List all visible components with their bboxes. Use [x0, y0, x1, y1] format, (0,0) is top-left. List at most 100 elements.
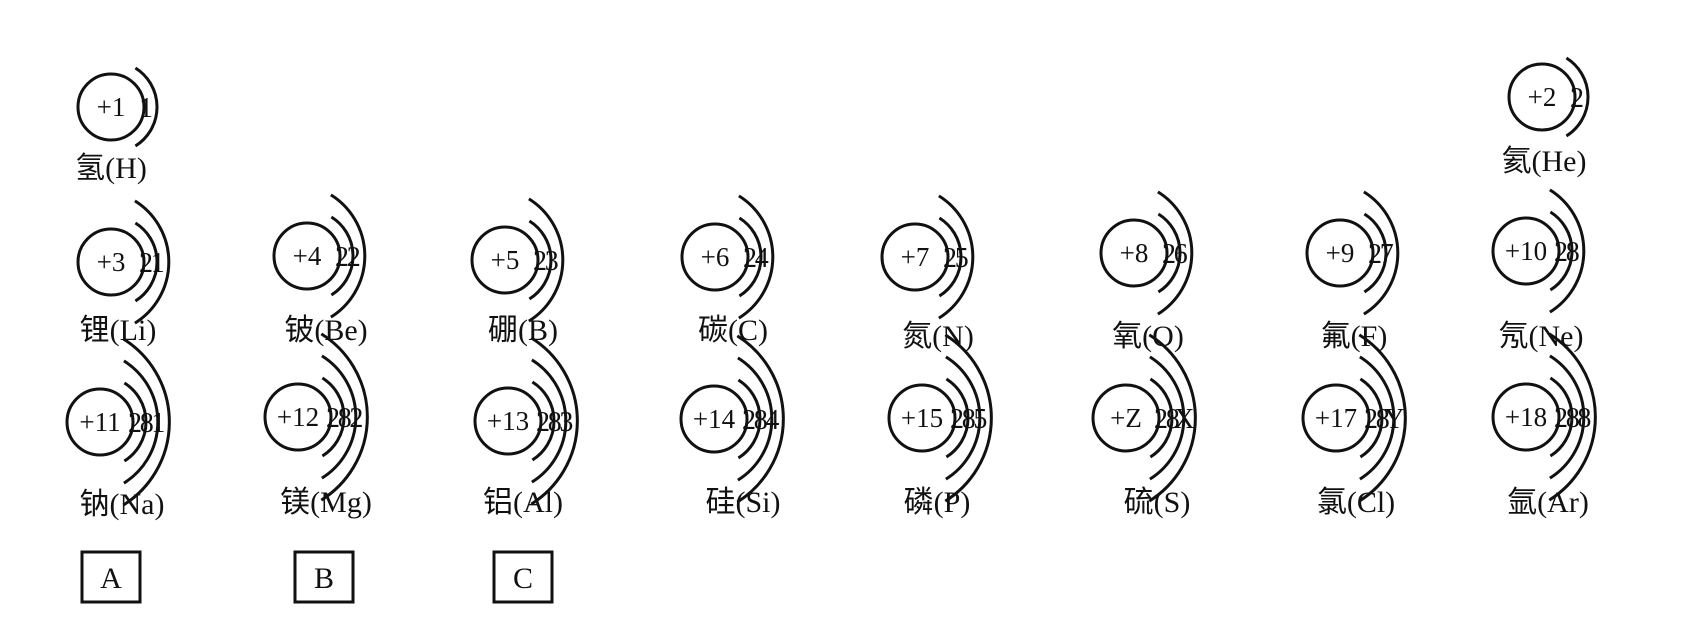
- electron-shell-arc: [938, 216, 963, 298]
- nucleus-circle: [272, 221, 342, 291]
- shell-electron-count: 8: [962, 404, 976, 435]
- nucleus-circle: [263, 382, 333, 452]
- nucleus-charge: +1: [97, 92, 126, 122]
- element-label: 磷(P): [904, 486, 971, 519]
- option-box-frame: [492, 550, 554, 604]
- element-label: 碳(C): [698, 314, 768, 347]
- shell-electron-count: 2: [1368, 239, 1382, 270]
- shell-electron-count: 8: [1566, 237, 1580, 268]
- nucleus-circle: [679, 384, 749, 454]
- shell-electron-count: 2: [1554, 237, 1568, 268]
- shell-electron-count: 4: [765, 405, 779, 436]
- shell-electron-count: 2: [533, 246, 547, 277]
- nucleus-charge: +12: [277, 402, 319, 432]
- electron-shell-arc: [945, 355, 982, 481]
- shell-electron-count: 2: [1364, 404, 1378, 435]
- electron-shell-arc: [134, 66, 159, 148]
- electron-shell-arc: [1549, 376, 1574, 458]
- nucleus-circle: [1507, 62, 1577, 132]
- electron-shell-arc: [737, 356, 774, 482]
- shell-electron-count: 2: [742, 405, 756, 436]
- shell-electron-count: 2: [1554, 403, 1568, 434]
- element-label: 锂(Li): [80, 314, 157, 347]
- shell-electron-count: 1: [151, 248, 165, 279]
- element-label: 铝(Al): [483, 486, 563, 519]
- shell-electron-count: 5: [973, 404, 987, 435]
- shell-electron-count: 6: [1174, 239, 1188, 270]
- shell-electron-count: 8: [1566, 403, 1580, 434]
- nucleus-circle: [1491, 382, 1561, 452]
- nucleus-charge: +8: [1120, 238, 1149, 268]
- nucleus-charge: +2: [1528, 82, 1557, 112]
- shell-electron-count: 8: [1376, 404, 1390, 435]
- shell-electron-count: 2: [1162, 239, 1176, 270]
- nucleus-circle: [470, 225, 540, 295]
- electron-shell-arc: [1359, 377, 1384, 459]
- electron-shell-arc: [938, 194, 975, 320]
- nucleus-charge: +3: [97, 247, 126, 277]
- option-box-a: A: [80, 550, 142, 604]
- electron-shell-arc: [123, 359, 160, 485]
- shell-electron-count: 2: [536, 407, 550, 438]
- nucleus-circle: [76, 227, 146, 297]
- nucleus-circle: [887, 383, 957, 453]
- nucleus-charge: +Z: [1110, 403, 1142, 433]
- nucleus-circle: [65, 387, 135, 457]
- element-label: 氖(Ne): [1499, 320, 1584, 353]
- shell-electron-count: 2: [347, 242, 361, 273]
- shell-electron-count: 2: [335, 242, 349, 273]
- electron-shell-arc: [321, 376, 346, 458]
- option-box-letter: B: [314, 562, 334, 595]
- element-label: 氦(He): [1502, 145, 1587, 178]
- shell-electron-count: 8: [1577, 403, 1591, 434]
- electron-shell-arc: [1549, 188, 1586, 314]
- shell-electron-count: Y: [1384, 404, 1404, 435]
- nucleus-circle: [76, 72, 146, 142]
- electron-shell-arc: [123, 381, 148, 463]
- nucleus-charge: +5: [491, 245, 520, 275]
- electron-shell-arc: [1148, 333, 1197, 503]
- atom-be: +4 22 铍(Be): [272, 193, 368, 347]
- nucleus-circle: [1099, 218, 1169, 288]
- electron-shell-arc: [1149, 355, 1186, 481]
- electron-shell-arc: [321, 354, 358, 480]
- option-box-letter: C: [513, 562, 533, 595]
- shell-electron-count: 2: [326, 403, 340, 434]
- shell-electron-count: 2: [1154, 404, 1168, 435]
- nucleus-circle: [1491, 216, 1561, 286]
- electron-shell-arc: [531, 380, 556, 462]
- option-box-letter: A: [100, 562, 122, 595]
- electron-shell-arc: [528, 197, 565, 323]
- shell-electron-count: 5: [955, 243, 969, 274]
- nucleus-charge: +15: [901, 403, 943, 433]
- shell-electron-count: 8: [548, 407, 562, 438]
- shell-electron-count: 2: [743, 243, 757, 274]
- nucleus-charge: +4: [293, 241, 322, 271]
- electron-shell-arc: [330, 193, 367, 319]
- shell-electron-count: 3: [545, 246, 559, 277]
- electron-shell-arc: [530, 336, 579, 506]
- element-label: 氯(Cl): [1317, 486, 1395, 519]
- electron-shell-arc: [1157, 190, 1194, 316]
- electron-shell-arc: [134, 221, 159, 303]
- element-label: 铍(Be): [284, 314, 367, 347]
- shell-electron-count: 2: [349, 403, 363, 434]
- shell-electron-count: X: [1174, 404, 1194, 435]
- element-label: 硼(B): [488, 314, 558, 347]
- shell-electron-count: 8: [140, 408, 154, 439]
- nucleus-charge: +18: [1505, 402, 1547, 432]
- electron-shell-arc: [531, 358, 568, 484]
- shell-electron-count: 8: [338, 403, 352, 434]
- electron-shell-arc: [330, 215, 355, 297]
